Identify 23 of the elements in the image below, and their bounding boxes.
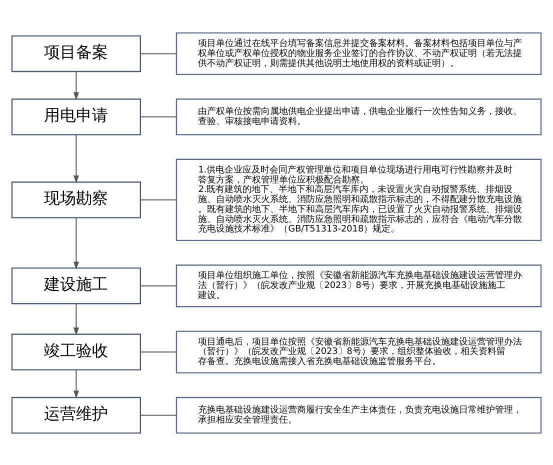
connector <box>140 52 177 54</box>
node-box: 竣工验收 <box>11 333 142 370</box>
connector <box>140 414 177 416</box>
connector <box>140 284 177 286</box>
connector <box>140 351 177 352</box>
node-box: 1.供电企业应及时会同产权管理单位和项目单位现场进行用电可行性勘察并及时答复方案，产权管理单位应积极配合勘察。 2.既有建筑的地下、半地下和高层汽车库内，未设置火灾自动报警系统、排烟设施、自动喷水灭火系统、消防应急照明和疏散指示标志的，不得配建分散充电设施。既有建筑的地下、半地下和高层汽车库内，已设置了火灾自动报警系统、排烟设施、自动喷水灭火系统、消防应急照明和疏散指示标志的，应符合《电动汽车分散充电设施技术标准》（GB/T51313-2018）规定。 <box>176 158 542 240</box>
node-box: 建设施工 <box>11 266 142 304</box>
arrow <box>73 302 79 335</box>
connector <box>140 198 177 200</box>
node-box: 项目通电后，项目单位按照《安徽省新能源汽车充换电基础设施建设运营管理办法（暂行）》（皖发改产业规〔2023〕8号）要求，组织整体验收，相关资料留存备查。充换电设施需接入省充换电基础设施监管服务平台。 <box>176 330 542 373</box>
node-box: 项目备案 <box>11 34 142 72</box>
arrow <box>73 216 79 270</box>
node-box: 用电申请 <box>11 98 142 135</box>
node-box: 项目单位组织施工单位，按照《安徽省新能源汽车充换电基础设施建设运营管理办法（暂行）》（皖发改产业规〔2023〕8号）要求，开展充换电基础设施施工建设。 <box>176 264 542 307</box>
node-box: 运营维护 <box>11 396 142 434</box>
node-box: 充换电基础设施建设运营商履行安全生产主体责任，负责充电设施日常维护管理，承担相应安全管理责任。 <box>176 396 542 434</box>
node-box: 现场勘察 <box>11 181 142 218</box>
arrow <box>73 369 79 398</box>
arrow <box>73 70 79 100</box>
node-box: 项目单位通过在线平台填写备案信息并提交备案材料。备案材料包括项目单位与产权单位或产权单位授权的物业服务企业签订的合作协议、不动产权证明（若无法提供不动产权证明，则需提供其他说明土地使用权的资料或证明）。 <box>176 32 542 75</box>
node-box: 由产权单位按需向属地供电企业提出申请，供电企业履行一次性告知义务，接收、查验、审核接电申请资料。 <box>176 98 542 135</box>
connector <box>140 116 177 117</box>
arrow <box>73 134 79 183</box>
